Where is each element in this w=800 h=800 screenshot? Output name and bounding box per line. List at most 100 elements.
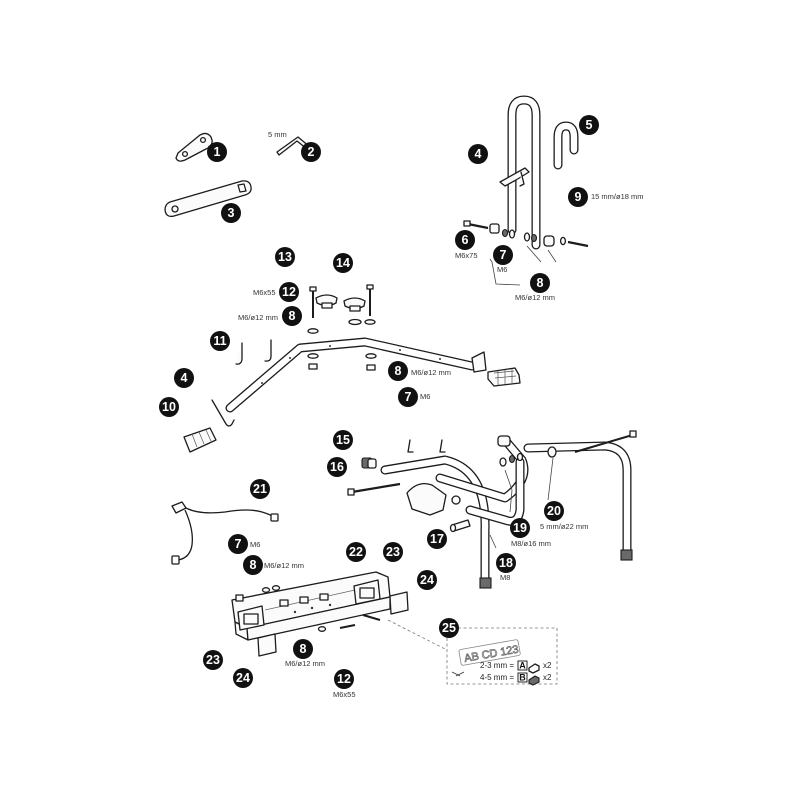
middle-bolts-washers bbox=[307, 284, 377, 371]
callout-8-top: 8 bbox=[530, 273, 550, 293]
svg-text:17: 17 bbox=[430, 532, 444, 546]
callout-11: 11 bbox=[210, 331, 230, 351]
callout-14: 14 bbox=[333, 253, 353, 273]
part-21-wiring-harness bbox=[171, 501, 279, 565]
note-hex-key-size: 5 mm bbox=[268, 130, 287, 139]
callout-24-right: 24 bbox=[417, 570, 437, 590]
part-4-bracket-left bbox=[211, 399, 235, 427]
svg-text:2: 2 bbox=[308, 145, 315, 159]
svg-text:24: 24 bbox=[236, 671, 250, 685]
callout-12-low: 12 bbox=[334, 669, 354, 689]
callout-18: 18 bbox=[496, 553, 516, 573]
note-bolt-6: M6x75 bbox=[455, 251, 478, 260]
svg-text:8: 8 bbox=[537, 276, 544, 290]
note-bolt-12-low: M6x55 bbox=[333, 690, 356, 699]
callout-23-left: 23 bbox=[203, 650, 223, 670]
svg-text:16: 16 bbox=[330, 460, 344, 474]
svg-text:20: 20 bbox=[547, 504, 561, 518]
part-17-pin bbox=[449, 519, 471, 533]
part-3-spanner bbox=[164, 180, 252, 218]
svg-text:23: 23 bbox=[206, 653, 220, 667]
callout-9: 9 bbox=[568, 187, 588, 207]
part-5-u-clip bbox=[553, 121, 579, 170]
callout-8-mid-left: 8 bbox=[282, 306, 302, 326]
callout-7-low: 7 bbox=[228, 534, 248, 554]
plate-legend-box bbox=[446, 627, 558, 685]
svg-text:8: 8 bbox=[300, 642, 307, 656]
legend-row1-qty: x2 bbox=[543, 661, 552, 670]
middle-arm-tube bbox=[225, 337, 477, 413]
note-nut-7-low: M6 bbox=[250, 540, 260, 549]
part-14-knob bbox=[343, 297, 366, 312]
note-washer-8-low-left: M6/ø12 mm bbox=[264, 561, 304, 570]
part-25-plate-legend: AB CD 123 2-3 mm = A x2 4-5 mm = B x2 bbox=[387, 619, 558, 686]
note-cap-20: 5 mm/ø22 mm bbox=[540, 522, 588, 531]
svg-text:25: 25 bbox=[442, 621, 456, 635]
callout-8-low-left: 8 bbox=[243, 555, 263, 575]
callout-17: 17 bbox=[427, 529, 447, 549]
callout-7-top: 7 bbox=[493, 245, 513, 265]
part-1-clip bbox=[175, 132, 213, 162]
svg-text:8: 8 bbox=[395, 364, 402, 378]
svg-text:10: 10 bbox=[162, 400, 176, 414]
svg-text:12: 12 bbox=[337, 672, 351, 686]
note-washer-8-low-bottom: M6/ø12 mm bbox=[285, 659, 325, 668]
note-washer-8-mid-right: M6/ø12 mm bbox=[411, 368, 451, 377]
callout-25: 25 bbox=[439, 618, 459, 638]
svg-text:11: 11 bbox=[213, 334, 226, 348]
callout-12-mid: 12 bbox=[279, 282, 299, 302]
svg-text:19: 19 bbox=[513, 521, 527, 535]
part-23-tail-lamps bbox=[237, 579, 381, 631]
svg-text:23: 23 bbox=[386, 545, 400, 559]
note-tube-cap-9: 15 mm/ø18 mm bbox=[591, 192, 644, 201]
svg-text:8: 8 bbox=[289, 309, 296, 323]
svg-text:7: 7 bbox=[235, 537, 242, 551]
callout-6: 6 bbox=[455, 230, 475, 250]
callout-22: 22 bbox=[346, 542, 366, 562]
part-22-light-board bbox=[231, 571, 391, 641]
svg-text:8: 8 bbox=[250, 558, 257, 572]
svg-text:7: 7 bbox=[405, 390, 412, 404]
callout-21: 21 bbox=[250, 479, 270, 499]
note-nut-18: M8 bbox=[500, 573, 510, 582]
legend-row1-box: A bbox=[519, 661, 526, 671]
note-nut-7-top: M6 bbox=[497, 265, 507, 274]
part-15-16-bolt-cap bbox=[347, 457, 401, 496]
callout-15: 15 bbox=[333, 430, 353, 450]
svg-text:6: 6 bbox=[462, 233, 469, 247]
callout-4-left: 4 bbox=[174, 368, 194, 388]
svg-text:9: 9 bbox=[575, 190, 582, 204]
callout-10: 10 bbox=[159, 397, 179, 417]
svg-text:12: 12 bbox=[282, 285, 296, 299]
callout-16: 16 bbox=[327, 457, 347, 477]
part-11-hooks bbox=[235, 339, 272, 365]
callout-13: 13 bbox=[275, 247, 295, 267]
legend-row1-label: 2-3 mm = bbox=[480, 661, 514, 670]
callout-7-mid: 7 bbox=[398, 387, 418, 407]
part-24-lamp-lenses bbox=[257, 591, 409, 657]
svg-text:21: 21 bbox=[253, 482, 267, 496]
svg-text:13: 13 bbox=[278, 250, 292, 264]
part-13-knob bbox=[315, 294, 338, 309]
arm-end-clamp bbox=[471, 351, 521, 387]
bottom-nuts-washers bbox=[235, 585, 381, 632]
note-nut-7-mid: M6 bbox=[420, 392, 430, 401]
svg-text:4: 4 bbox=[181, 371, 188, 385]
callout-20: 20 bbox=[544, 501, 564, 521]
callout-19: 19 bbox=[510, 518, 530, 538]
legend-row2-box: B bbox=[519, 673, 526, 683]
svg-text:5: 5 bbox=[586, 118, 593, 132]
svg-text:1: 1 bbox=[214, 145, 221, 159]
svg-text:3: 3 bbox=[228, 206, 235, 220]
note-washer-8-top: M6/ø12 mm bbox=[515, 293, 555, 302]
svg-text:14: 14 bbox=[336, 256, 350, 270]
svg-text:4: 4 bbox=[475, 147, 482, 161]
callout-8-mid-right: 8 bbox=[388, 361, 408, 381]
part-10-strap-clamp bbox=[183, 427, 217, 453]
callout-24-left: 24 bbox=[233, 668, 253, 688]
svg-text:24: 24 bbox=[420, 573, 434, 587]
svg-text:15: 15 bbox=[336, 433, 350, 447]
note-washer-8-mid-left: M6/ø12 mm bbox=[238, 313, 278, 322]
legend-row2-qty: x2 bbox=[543, 673, 552, 682]
